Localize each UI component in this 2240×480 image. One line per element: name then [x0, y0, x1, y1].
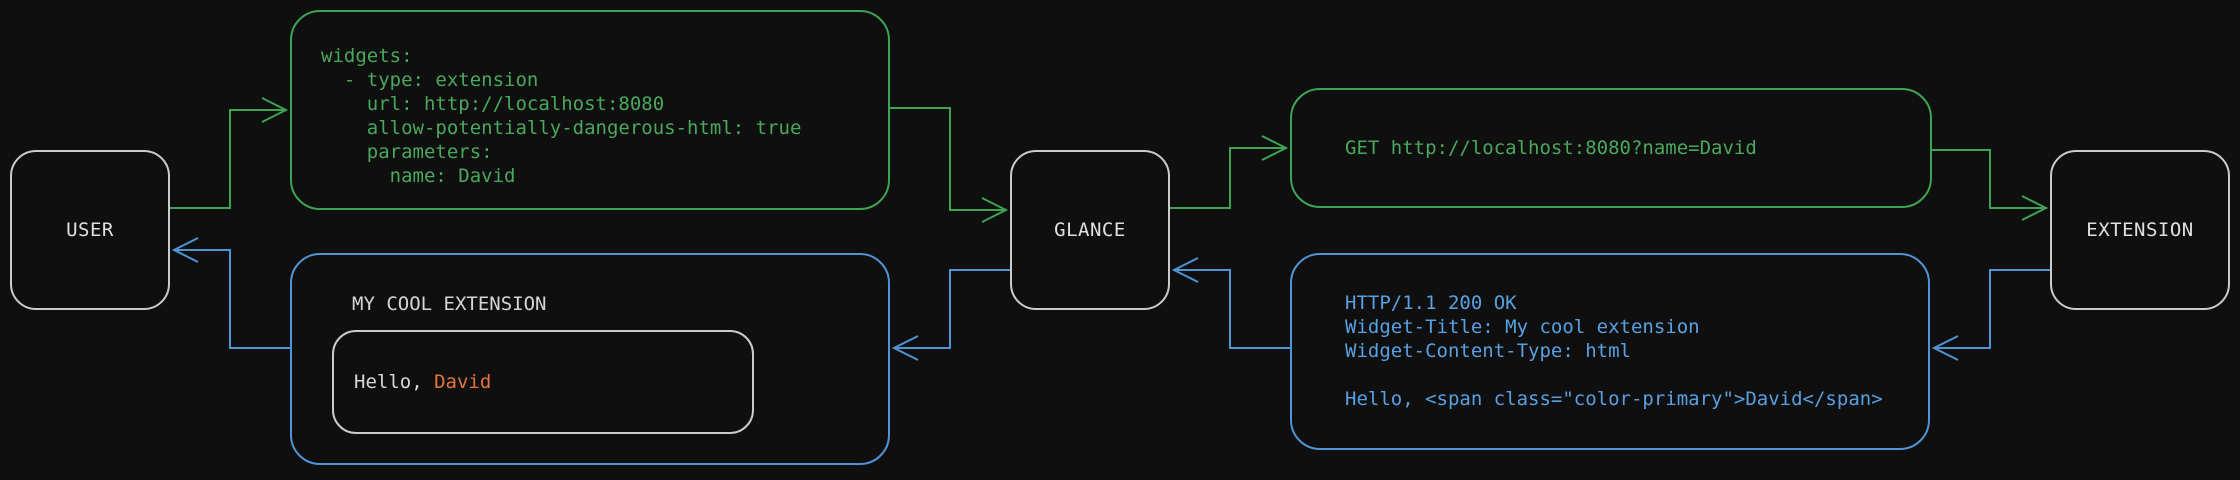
arrow-response-to-glance [1176, 269, 1290, 349]
config-line: parameters: [321, 141, 493, 163]
widget-preview-box: MY COOL EXTENSION Hello, David [290, 253, 890, 465]
arrowhead-response-to-glance [1171, 257, 1199, 283]
arrowhead-config-to-glance [981, 197, 1009, 223]
arrow-glance-to-request [1170, 147, 1284, 209]
config-line: allow-potentially-dangerous-html: true [321, 117, 802, 139]
arrowhead-glance-to-request [1261, 135, 1289, 161]
glance-node-label: GLANCE [1054, 219, 1126, 241]
arrow-request-to-extension [1932, 149, 2044, 209]
arrow-glance-to-widget [896, 269, 1010, 349]
arrowhead-user-to-config [261, 97, 289, 123]
config-line: - type: extension [321, 69, 539, 91]
response-line: Widget-Title: My cool extension [1345, 316, 1700, 338]
response-line [1345, 363, 1928, 387]
extension-node: EXTENSION [2050, 150, 2230, 310]
greeting-name-highlight: David [434, 371, 492, 393]
widget-title: MY COOL EXTENSION [352, 293, 547, 315]
config-yaml-box: widgets: - type: extension url: http://l… [290, 10, 890, 210]
greeting-prefix: Hello, [354, 371, 435, 393]
config-line: url: http://localhost:8080 [321, 93, 665, 115]
widget-rendered-output-box: Hello, David [332, 330, 754, 434]
http-response-box: HTTP/1.1 200 OK Widget-Title: My cool ex… [1290, 253, 1930, 450]
arrow-config-to-glance [890, 107, 1004, 211]
user-node: USER [10, 150, 170, 310]
user-node-label: USER [66, 219, 114, 241]
arrowhead-glance-to-widget [891, 335, 919, 361]
response-line: Widget-Content-Type: html [1345, 340, 1631, 362]
arrowhead-widget-to-user [171, 237, 199, 263]
arrow-user-to-config [170, 109, 284, 209]
http-request-box: GET http://localhost:8080?name=David [1290, 88, 1932, 208]
glance-node: GLANCE [1010, 150, 1170, 310]
response-line: HTTP/1.1 200 OK [1345, 292, 1517, 314]
config-line: name: David [321, 165, 516, 187]
config-line: widgets: [321, 45, 413, 67]
arrow-extension-to-response [1936, 269, 2050, 349]
extension-node-label: EXTENSION [2086, 219, 2194, 241]
arrowhead-extension-to-response [1931, 335, 1959, 361]
response-line: Hello, <span class="color-primary">David… [1345, 388, 1883, 410]
arrow-widget-to-user [176, 249, 290, 349]
request-line: GET http://localhost:8080?name=David [1345, 137, 1757, 159]
arrowhead-request-to-extension [2021, 195, 2049, 221]
